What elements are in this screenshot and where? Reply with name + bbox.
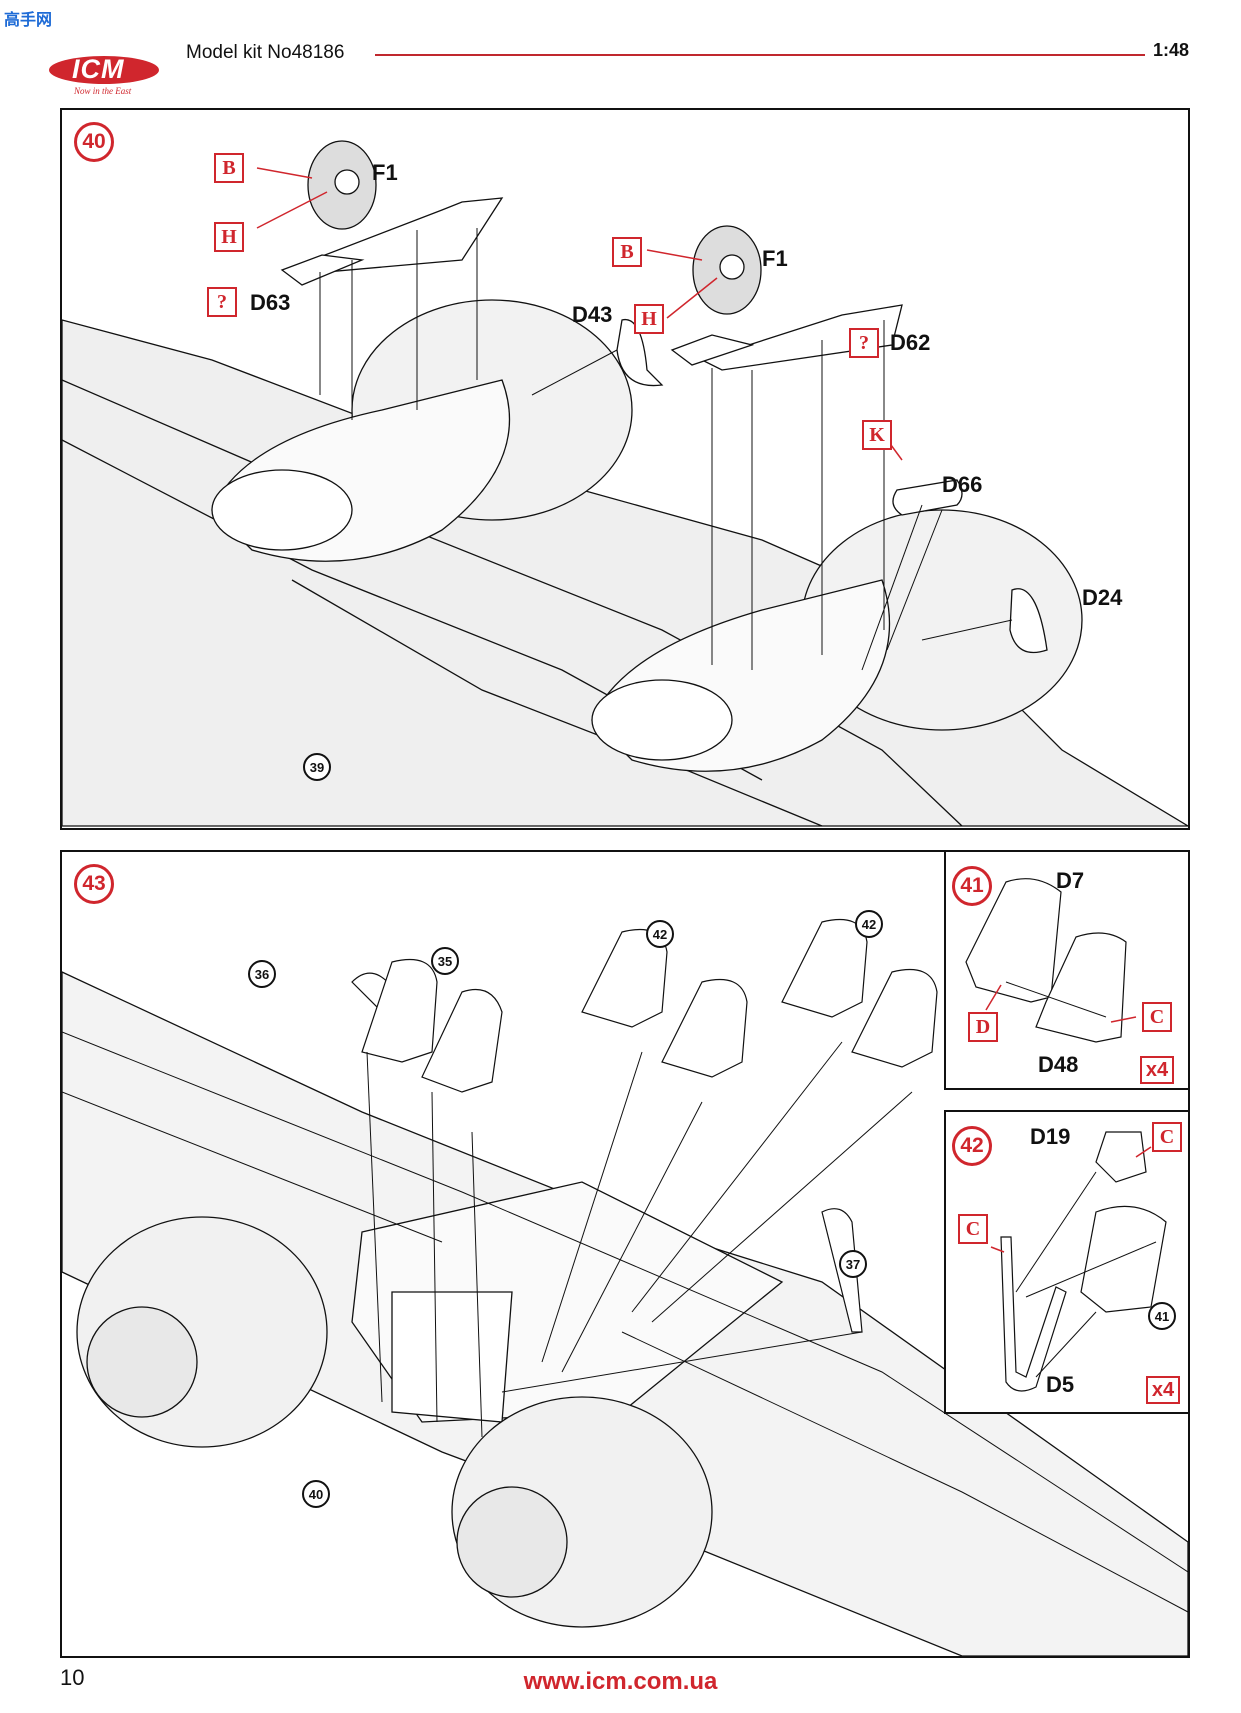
unknown-part-marker: ? [849,328,879,358]
part-label: D48 [1038,1052,1079,1077]
paint-marker: H [214,222,244,252]
step-43-illustration [62,918,1188,1656]
logo-tagline: Now in the East [74,86,132,96]
part-label: F1 [372,160,398,185]
paint-marker: C [1142,1002,1172,1032]
quantity-marker: x4 [1146,1376,1180,1404]
reference-step: 42 [646,920,674,948]
step-number: 42 [952,1126,992,1166]
part-label: D43 [572,302,613,327]
step-number: 40 [74,122,114,162]
part-label: D5 [1046,1372,1075,1397]
part-label: F1 [762,246,788,271]
quantity-marker: x4 [1140,1056,1174,1084]
paint-marker: H [634,304,664,334]
logo-emblem [49,56,159,84]
part-label: D62 [890,330,931,355]
website-link[interactable]: www.icm.com.ua [523,1668,718,1695]
step-40-illustration [62,140,1188,827]
reference-step: 42 [855,910,883,938]
step-41-illustration [965,878,1137,1043]
unknown-part-marker: ? [207,287,237,317]
part-label: D66 [942,472,983,497]
page-number: 10 [60,1665,85,1690]
part-label: D63 [250,290,291,315]
reference-step: 40 [302,1480,330,1508]
logo-text: ICM [72,54,125,84]
logo: ICM Now in the East [44,38,159,100]
watermark: 高手网 [4,12,53,29]
paint-marker: D [968,1012,998,1042]
part-label: D24 [1082,585,1123,610]
reference-step: 37 [839,1250,867,1278]
step-43-panel: 43 36 35 42 42 37 40 [60,850,1190,1658]
reference-step: 36 [248,960,276,988]
paint-marker: B [214,153,244,183]
header-rule [375,54,1145,56]
step-41-panel: 41 D7 D C D48 x4 [944,850,1190,1090]
reference-step: 41 [1148,1302,1176,1330]
step-42-panel: 42 D19 C C 41 D5 x4 [944,1110,1190,1414]
paint-marker: C [1152,1122,1182,1152]
kit-title: Model kit No48186 [186,42,345,63]
part-label: D7 [1056,868,1085,893]
kit-scale: 1:48 [1152,40,1189,60]
step-number: 41 [952,866,992,906]
step-42-illustration [990,1131,1167,1392]
step-number: 43 [74,864,114,904]
reference-step: 35 [431,947,459,975]
paint-marker: B [612,237,642,267]
reference-step: 39 [303,753,331,781]
step-40-panel: 40 39 B H ? F1 D63 D43 B F1 H ? D62 K D6… [60,108,1190,830]
paint-marker: K [862,420,892,450]
part-label: D19 [1030,1124,1071,1149]
paint-marker: C [958,1214,988,1244]
